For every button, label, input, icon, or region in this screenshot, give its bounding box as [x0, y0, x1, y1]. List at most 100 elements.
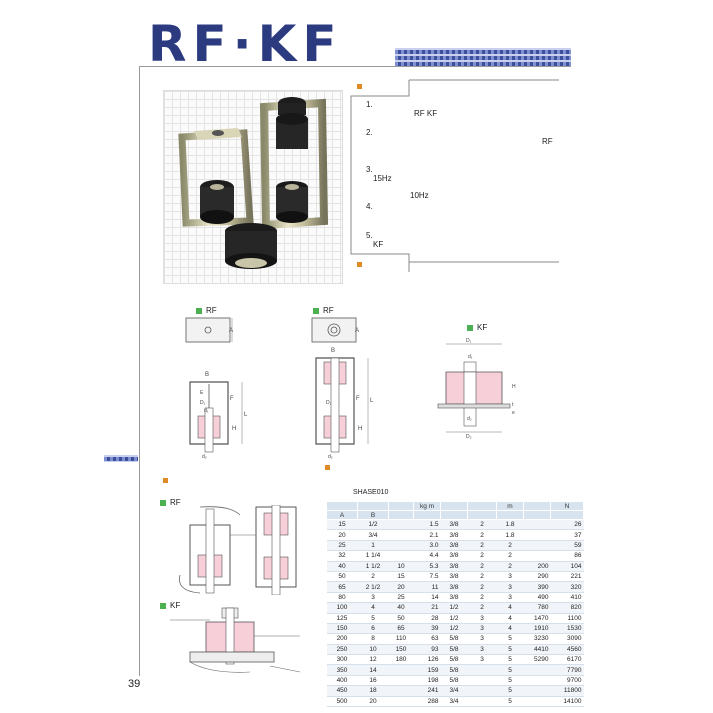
svg-text:A: A [355, 328, 359, 334]
table-cell: 3/8 [440, 571, 468, 583]
green-marker [160, 602, 166, 609]
header-rule [139, 66, 571, 67]
table-cell: 16 [357, 675, 389, 687]
section-marker [163, 478, 168, 483]
svg-text:e: e [512, 410, 515, 416]
table-cell: 820 [550, 602, 584, 614]
table-header [326, 501, 358, 511]
table-cell: 1.5 [413, 519, 441, 531]
table-cell [523, 675, 551, 687]
table-cell [388, 675, 414, 687]
table-cell: 5290 [523, 654, 551, 666]
product-illustration [178, 97, 329, 269]
kf-diagram: D₁ d₁ d₂ D₂ H t e [437, 338, 516, 440]
table-cell: 1/2 [357, 519, 389, 531]
table-cell: 3 [496, 571, 524, 583]
svg-text:d₂: d₂ [467, 416, 472, 422]
table-cell: 1 1/4 [357, 550, 389, 562]
table-cell: 3 [467, 633, 497, 645]
table-cell: 5/8 [440, 664, 468, 676]
svg-text:F: F [356, 396, 360, 402]
table-cell: 3/8 [440, 561, 468, 572]
table-cell: 14 [413, 592, 441, 604]
table-cell: 7.5 [413, 571, 441, 583]
table-cell: 2 [467, 529, 497, 541]
table-cell: 3/8 [440, 519, 468, 531]
table-subheader [440, 510, 468, 520]
table-cell: 3 [467, 613, 497, 624]
table-cell [523, 696, 551, 708]
table-cell: 180 [388, 654, 414, 666]
feature-1-line: RF KF [414, 109, 438, 118]
table-cell: 26 [550, 519, 584, 531]
table-cell: 5/8 [440, 644, 468, 656]
svg-text:L: L [370, 398, 374, 404]
table-cell: 1100 [550, 613, 584, 624]
table-cell: 110 [388, 633, 414, 645]
table-cell: 7790 [550, 664, 584, 676]
svg-text:L: L [244, 412, 248, 418]
table-cell: 400 [326, 675, 358, 687]
table-subheader [467, 510, 497, 520]
diagram-label-rf-1: RF [196, 306, 217, 315]
feature-5-line: KF [373, 240, 384, 249]
table-cell: 18 [357, 685, 389, 697]
table-cell: 780 [523, 602, 551, 614]
table-cell: 3/8 [440, 592, 468, 604]
table-cell: 3 [496, 592, 524, 604]
diagram-label-text: RF [323, 306, 334, 315]
svg-text:D₂: D₂ [466, 434, 472, 440]
table-cell: 320 [550, 581, 584, 593]
table-cell [388, 550, 414, 562]
table-cell: 5 [496, 644, 524, 656]
table-header [357, 501, 389, 511]
table-cell: 4410 [523, 644, 551, 656]
table-cell: 2 [496, 550, 524, 562]
install-label-rf: RF [160, 498, 181, 507]
table-cell: 25 [388, 592, 414, 604]
table-cell: 8 [357, 633, 389, 645]
table-cell: 2 [496, 540, 524, 552]
table-subheader [523, 510, 551, 520]
table-cell: 50 [326, 571, 358, 583]
table-subheader [550, 510, 584, 520]
svg-text:d₁: d₁ [468, 354, 473, 360]
feature-4: 4. [366, 202, 373, 211]
table-cell: 59 [550, 540, 584, 552]
table-cell: 5 [496, 664, 524, 676]
feature-3-line-2: 10Hz [410, 191, 429, 200]
table-cell: 2 [467, 581, 497, 593]
table-cell: 11800 [550, 685, 584, 697]
table-cell: 6 [357, 623, 389, 635]
table-cell [523, 664, 551, 676]
table-cell: 3090 [550, 633, 584, 645]
svg-text:B: B [331, 348, 335, 354]
table-cell: 14100 [550, 696, 584, 708]
table-cell [388, 540, 414, 552]
table-cell: 5 [496, 633, 524, 645]
table-cell: 28 [413, 613, 441, 624]
table-cell: 3/8 [440, 581, 468, 593]
table-cell: 3/4 [357, 529, 389, 541]
table-cell: 4 [496, 623, 524, 635]
table-cell: 20 [326, 529, 358, 541]
table-cell: 3 [496, 581, 524, 593]
table-cell [388, 519, 414, 531]
features-frame [350, 79, 559, 272]
page-title: RF·KF [148, 15, 343, 73]
table-cell: 159 [413, 664, 441, 676]
table-cell: 1/2 [440, 602, 468, 614]
table-cell: 3 [357, 592, 389, 604]
table-cell: 2 [467, 540, 497, 552]
table-cell: 65 [326, 581, 358, 593]
diagram-label-text: RF [206, 306, 217, 315]
section-marker [357, 262, 362, 267]
svg-text:H: H [512, 384, 516, 390]
green-marker [313, 307, 319, 314]
svg-text:A: A [229, 328, 233, 334]
feature-2-line: RF [542, 137, 553, 146]
table-cell: 490 [523, 592, 551, 604]
table-cell: 39 [413, 623, 441, 635]
